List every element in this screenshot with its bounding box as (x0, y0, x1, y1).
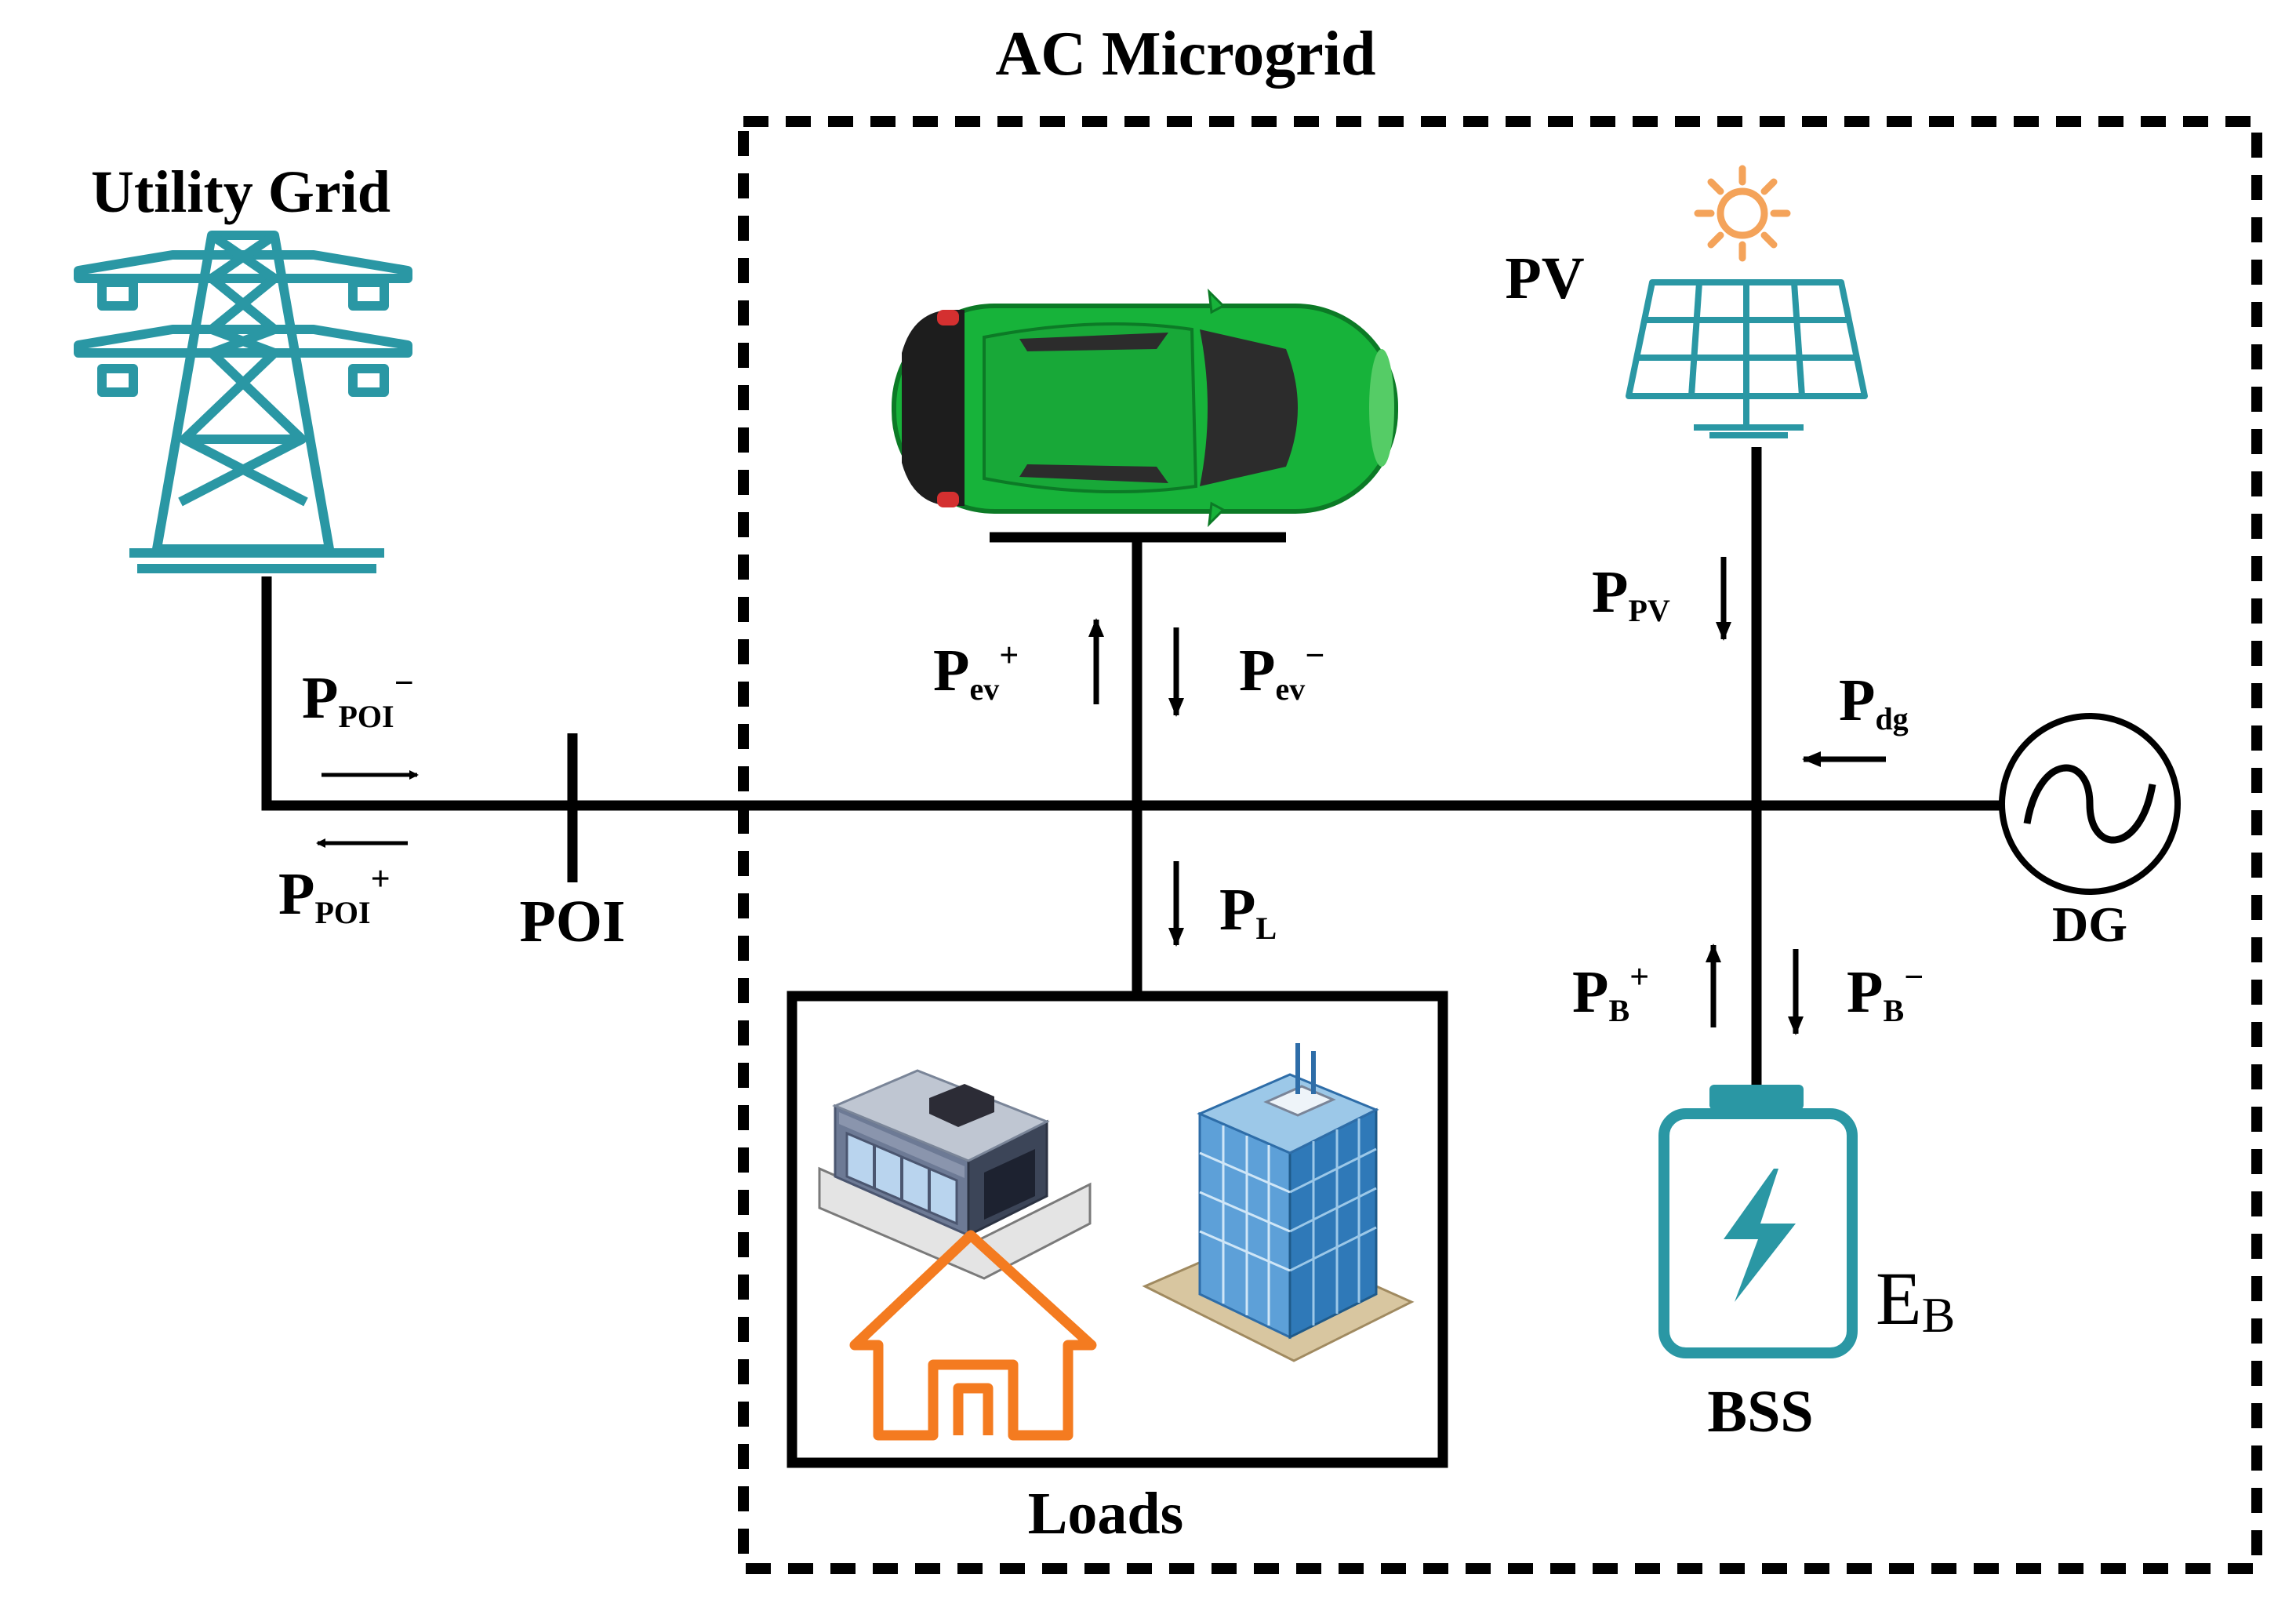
p-poi-minus-sup: − (394, 664, 414, 702)
bus-lines (261, 447, 2007, 1094)
p-b-plus-sup: + (1629, 958, 1649, 996)
p-dg-main: P (1839, 667, 1875, 733)
p-ev-minus-sub: ev (1275, 671, 1305, 707)
p-poi-plus-sub: POI (314, 895, 370, 930)
poi-label: POI (519, 889, 625, 955)
p-pv-label: PPV (1592, 559, 1670, 628)
p-ev-plus-sup: + (999, 636, 1019, 675)
house-icon (849, 1230, 1097, 1441)
p-pv-main: P (1592, 559, 1628, 625)
dg-label: DG (2052, 896, 2127, 952)
diagram-title: AC Microgrid (995, 20, 1375, 89)
p-poi-plus-sup: + (371, 860, 391, 898)
office-building-icon (1142, 1043, 1415, 1362)
solar-panel-icon (1626, 279, 1868, 438)
transmission-tower-icon (74, 231, 412, 573)
utility-grid-label: Utility Grid (91, 159, 391, 225)
p-dg-label: Pdg (1839, 667, 1909, 736)
loads-label: Loads (1028, 1481, 1184, 1547)
generator-icon (1999, 713, 2181, 895)
p-ev-plus-label: Pev+ (933, 636, 1019, 707)
p-b-plus-sub: B (1608, 993, 1629, 1028)
p-poi-plus-label: PPOI+ (278, 860, 391, 930)
battery-energy-label: EB (1876, 1256, 1955, 1343)
p-ev-minus-sup: − (1305, 636, 1324, 675)
battery-energy-main: E (1876, 1256, 1922, 1340)
battery-energy-sub: B (1922, 1287, 1956, 1343)
p-ev-minus-label: Pev− (1239, 636, 1324, 707)
p-ev-minus-main: P (1239, 638, 1275, 704)
p-ev-plus-sub: ev (969, 671, 999, 707)
p-poi-plus-main: P (278, 861, 314, 927)
p-b-plus-main: P (1572, 959, 1608, 1025)
bss-label: BSS (1707, 1379, 1813, 1445)
battery-icon (1658, 1085, 1858, 1358)
pv-label: PV (1505, 245, 1584, 311)
p-b-minus-sub: B (1883, 993, 1904, 1028)
p-poi-minus-main: P (302, 665, 338, 731)
p-b-minus-main: P (1847, 959, 1883, 1025)
p-pv-sub: PV (1628, 593, 1669, 628)
p-dg-sub: dg (1875, 701, 1908, 736)
p-poi-minus-sub: POI (338, 699, 394, 734)
electric-car-icon (892, 288, 1398, 528)
p-l-main: P (1219, 877, 1255, 943)
p-poi-minus-label: PPOI− (302, 664, 414, 734)
p-l-sub: L (1255, 911, 1277, 946)
factory-icon (818, 1069, 1092, 1280)
sun-icon (1694, 165, 1791, 262)
p-b-plus-label: PB+ (1572, 958, 1649, 1028)
p-ev-plus-main: P (933, 638, 969, 704)
p-l-label: PL (1219, 877, 1277, 946)
p-b-minus-sup: − (1904, 958, 1924, 996)
p-b-minus-label: PB− (1847, 958, 1924, 1028)
